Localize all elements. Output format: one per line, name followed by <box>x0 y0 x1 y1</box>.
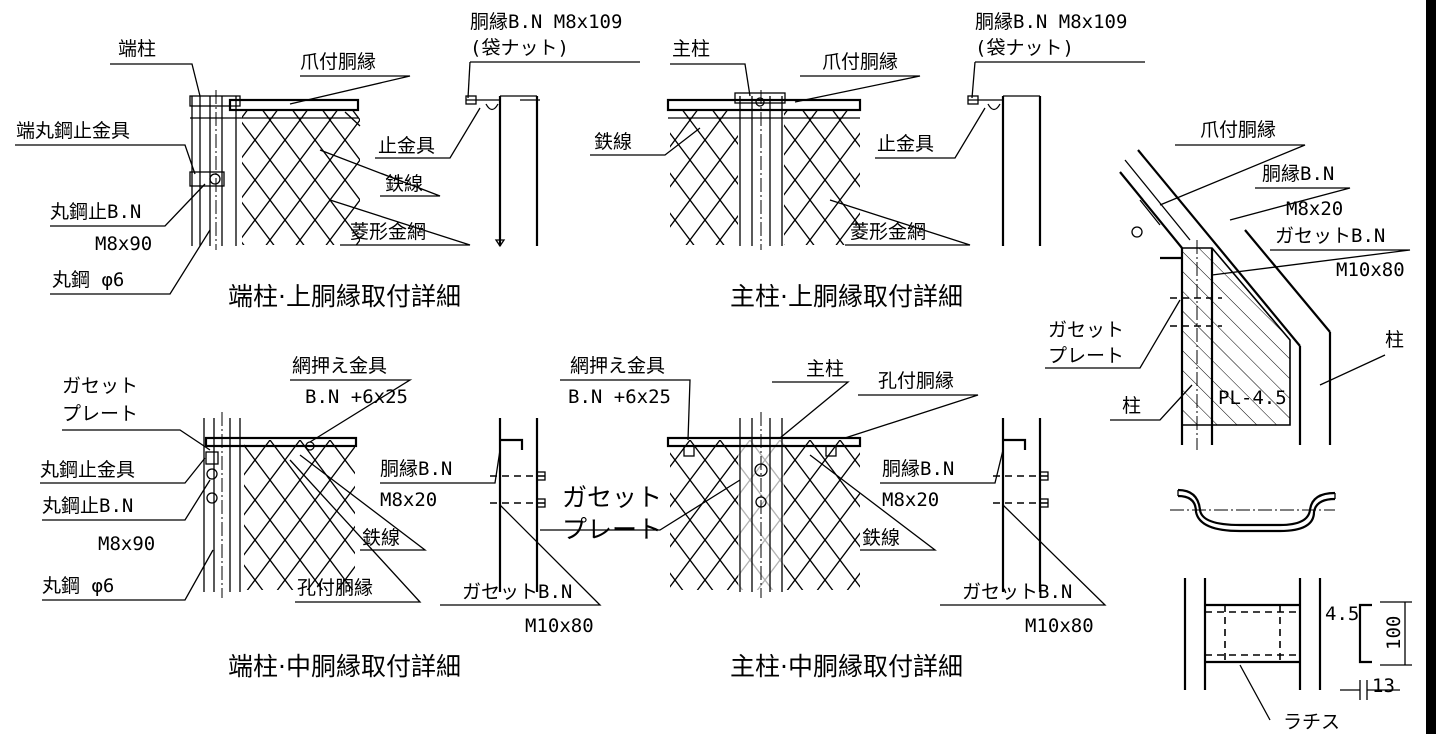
lattice-elevation <box>1183 578 1412 700</box>
dim-thickness: 4.5 <box>1325 603 1359 625</box>
dim-height: 100 <box>1383 616 1405 650</box>
label-main-post-2: 主柱 <box>806 358 844 380</box>
detail-tanchu-mid-side <box>490 418 546 592</box>
label-wire-4: 鉄線 <box>862 527 900 549</box>
label-gusset-2: ガセット <box>62 375 138 397</box>
label-m10x80-mid2: M10x80 <box>1025 615 1094 637</box>
label-wire-2: 鉄線 <box>594 131 632 153</box>
label-claw-rail-3: 爪付胴縁 <box>1200 119 1276 141</box>
title-shuchu-mid: 主柱·中胴縁取付詳細 <box>730 652 963 681</box>
label-wire-3: 鉄線 <box>362 527 400 549</box>
label-main-post-1: 主柱 <box>672 38 710 60</box>
leader-lines <box>15 61 1411 721</box>
end-bar-clamp <box>189 171 225 187</box>
label-rail-bolt-2: 胴縁B.N M8x109 <box>975 11 1127 33</box>
label-clamp-1: 止金具 <box>378 135 435 157</box>
dim-flange: 13 <box>1372 675 1395 697</box>
label-m8x90-2: M8x90 <box>98 533 155 555</box>
label-holder-bolt-2: B.N +6x25 <box>568 386 671 408</box>
label-m8x20-mid2: M8x20 <box>882 489 939 511</box>
label-post-left: 柱 <box>1122 395 1141 417</box>
label-diamond-mesh-1: 菱形金網 <box>350 221 426 243</box>
label-cap-nut-1: (袋ナット) <box>470 37 569 59</box>
detail-tanchu-top <box>189 90 361 250</box>
label-plate-1: プレート <box>1048 345 1124 367</box>
label-bar-bolt-2: 丸鋼止B.N <box>42 495 133 517</box>
label-gusset-bolt-side: ガセットB.N <box>1275 225 1385 247</box>
label-claw-rail-2: 爪付胴縁 <box>822 51 898 73</box>
label-m10x80-side: M10x80 <box>1336 259 1405 281</box>
title-tanchu-mid: 端柱·中胴縁取付詳細 <box>228 652 461 681</box>
sheet-border <box>1426 0 1436 734</box>
label-cap-nut-2: (袋ナット) <box>975 37 1074 59</box>
hole-rail <box>666 436 862 448</box>
label-rail-bolt-mid1: 胴縁B.N <box>380 458 452 480</box>
detail-shuchu-top <box>666 90 862 250</box>
detail-shuchu-mid <box>666 412 862 598</box>
gusset-detail <box>1119 149 1332 450</box>
label-hole-rail-1: 孔付胴縁 <box>297 577 373 599</box>
label-wire-1: 鉄線 <box>385 173 423 195</box>
label-round-bar-1: 丸鋼 φ6 <box>52 269 124 291</box>
title-tanchu-top: 端柱·上胴縁取付詳細 <box>228 282 461 311</box>
label-plate-3: プレート <box>562 515 662 544</box>
label-rail-bolt-1: 胴縁B.N M8x109 <box>470 11 622 33</box>
label-hole-rail-2: 孔付胴縁 <box>878 370 954 392</box>
hole-rail <box>204 436 358 448</box>
label-gusset-3: ガセット <box>562 483 662 512</box>
claw-rail <box>228 98 360 112</box>
detail-shuchu-top-side <box>967 95 1042 246</box>
label-round-bar-2: 丸鋼 φ6 <box>42 575 114 597</box>
detail-shuchu-mid-side <box>993 418 1049 592</box>
label-rail-bolt-side: 胴縁B.N <box>1262 163 1334 185</box>
label-plate-2: プレート <box>62 403 138 425</box>
label-gusset-1: ガセット <box>1048 319 1124 341</box>
label-end-bar-clamp: 端丸鋼止金具 <box>16 120 130 142</box>
label-plate-thickness: PL-4.5 <box>1218 387 1287 409</box>
label-m8x20-side: M8x20 <box>1286 198 1343 220</box>
label-lattice: ラチス <box>1283 711 1340 733</box>
label-holder-bolt-1: B.N +6x25 <box>305 386 408 408</box>
label-gusset-bolt-mid1: ガセットB.N <box>462 581 572 603</box>
detail-tanchu-mid <box>200 412 358 598</box>
label-rail-bolt-mid2: 胴縁B.N <box>882 458 954 480</box>
label-mesh-holder-1: 網押え金具 <box>292 355 387 377</box>
label-post-right: 柱 <box>1385 329 1404 351</box>
label-m8x20-mid1: M8x20 <box>380 489 437 511</box>
label-bar-clamp-2: 丸鋼止金具 <box>40 459 135 481</box>
label-claw-rail-1: 爪付胴縁 <box>300 51 376 73</box>
label-bar-bolt-1: 丸鋼止B.N <box>50 201 141 223</box>
title-shuchu-top: 主柱·上胴縁取付詳細 <box>730 282 963 311</box>
label-clamp-2: 止金具 <box>877 133 934 155</box>
lattice-section <box>1170 488 1336 533</box>
label-m8x90-1: M8x90 <box>95 233 152 255</box>
label-m10x80-mid1: M10x80 <box>525 615 594 637</box>
label-gusset-bolt-mid2: ガセットB.N <box>962 581 1072 603</box>
label-diamond-mesh-2: 菱形金網 <box>850 221 926 243</box>
label-mesh-holder-2: 網押え金具 <box>570 355 665 377</box>
detail-tanchu-top-side <box>465 95 540 248</box>
label-tanchu: 端柱 <box>118 38 156 60</box>
